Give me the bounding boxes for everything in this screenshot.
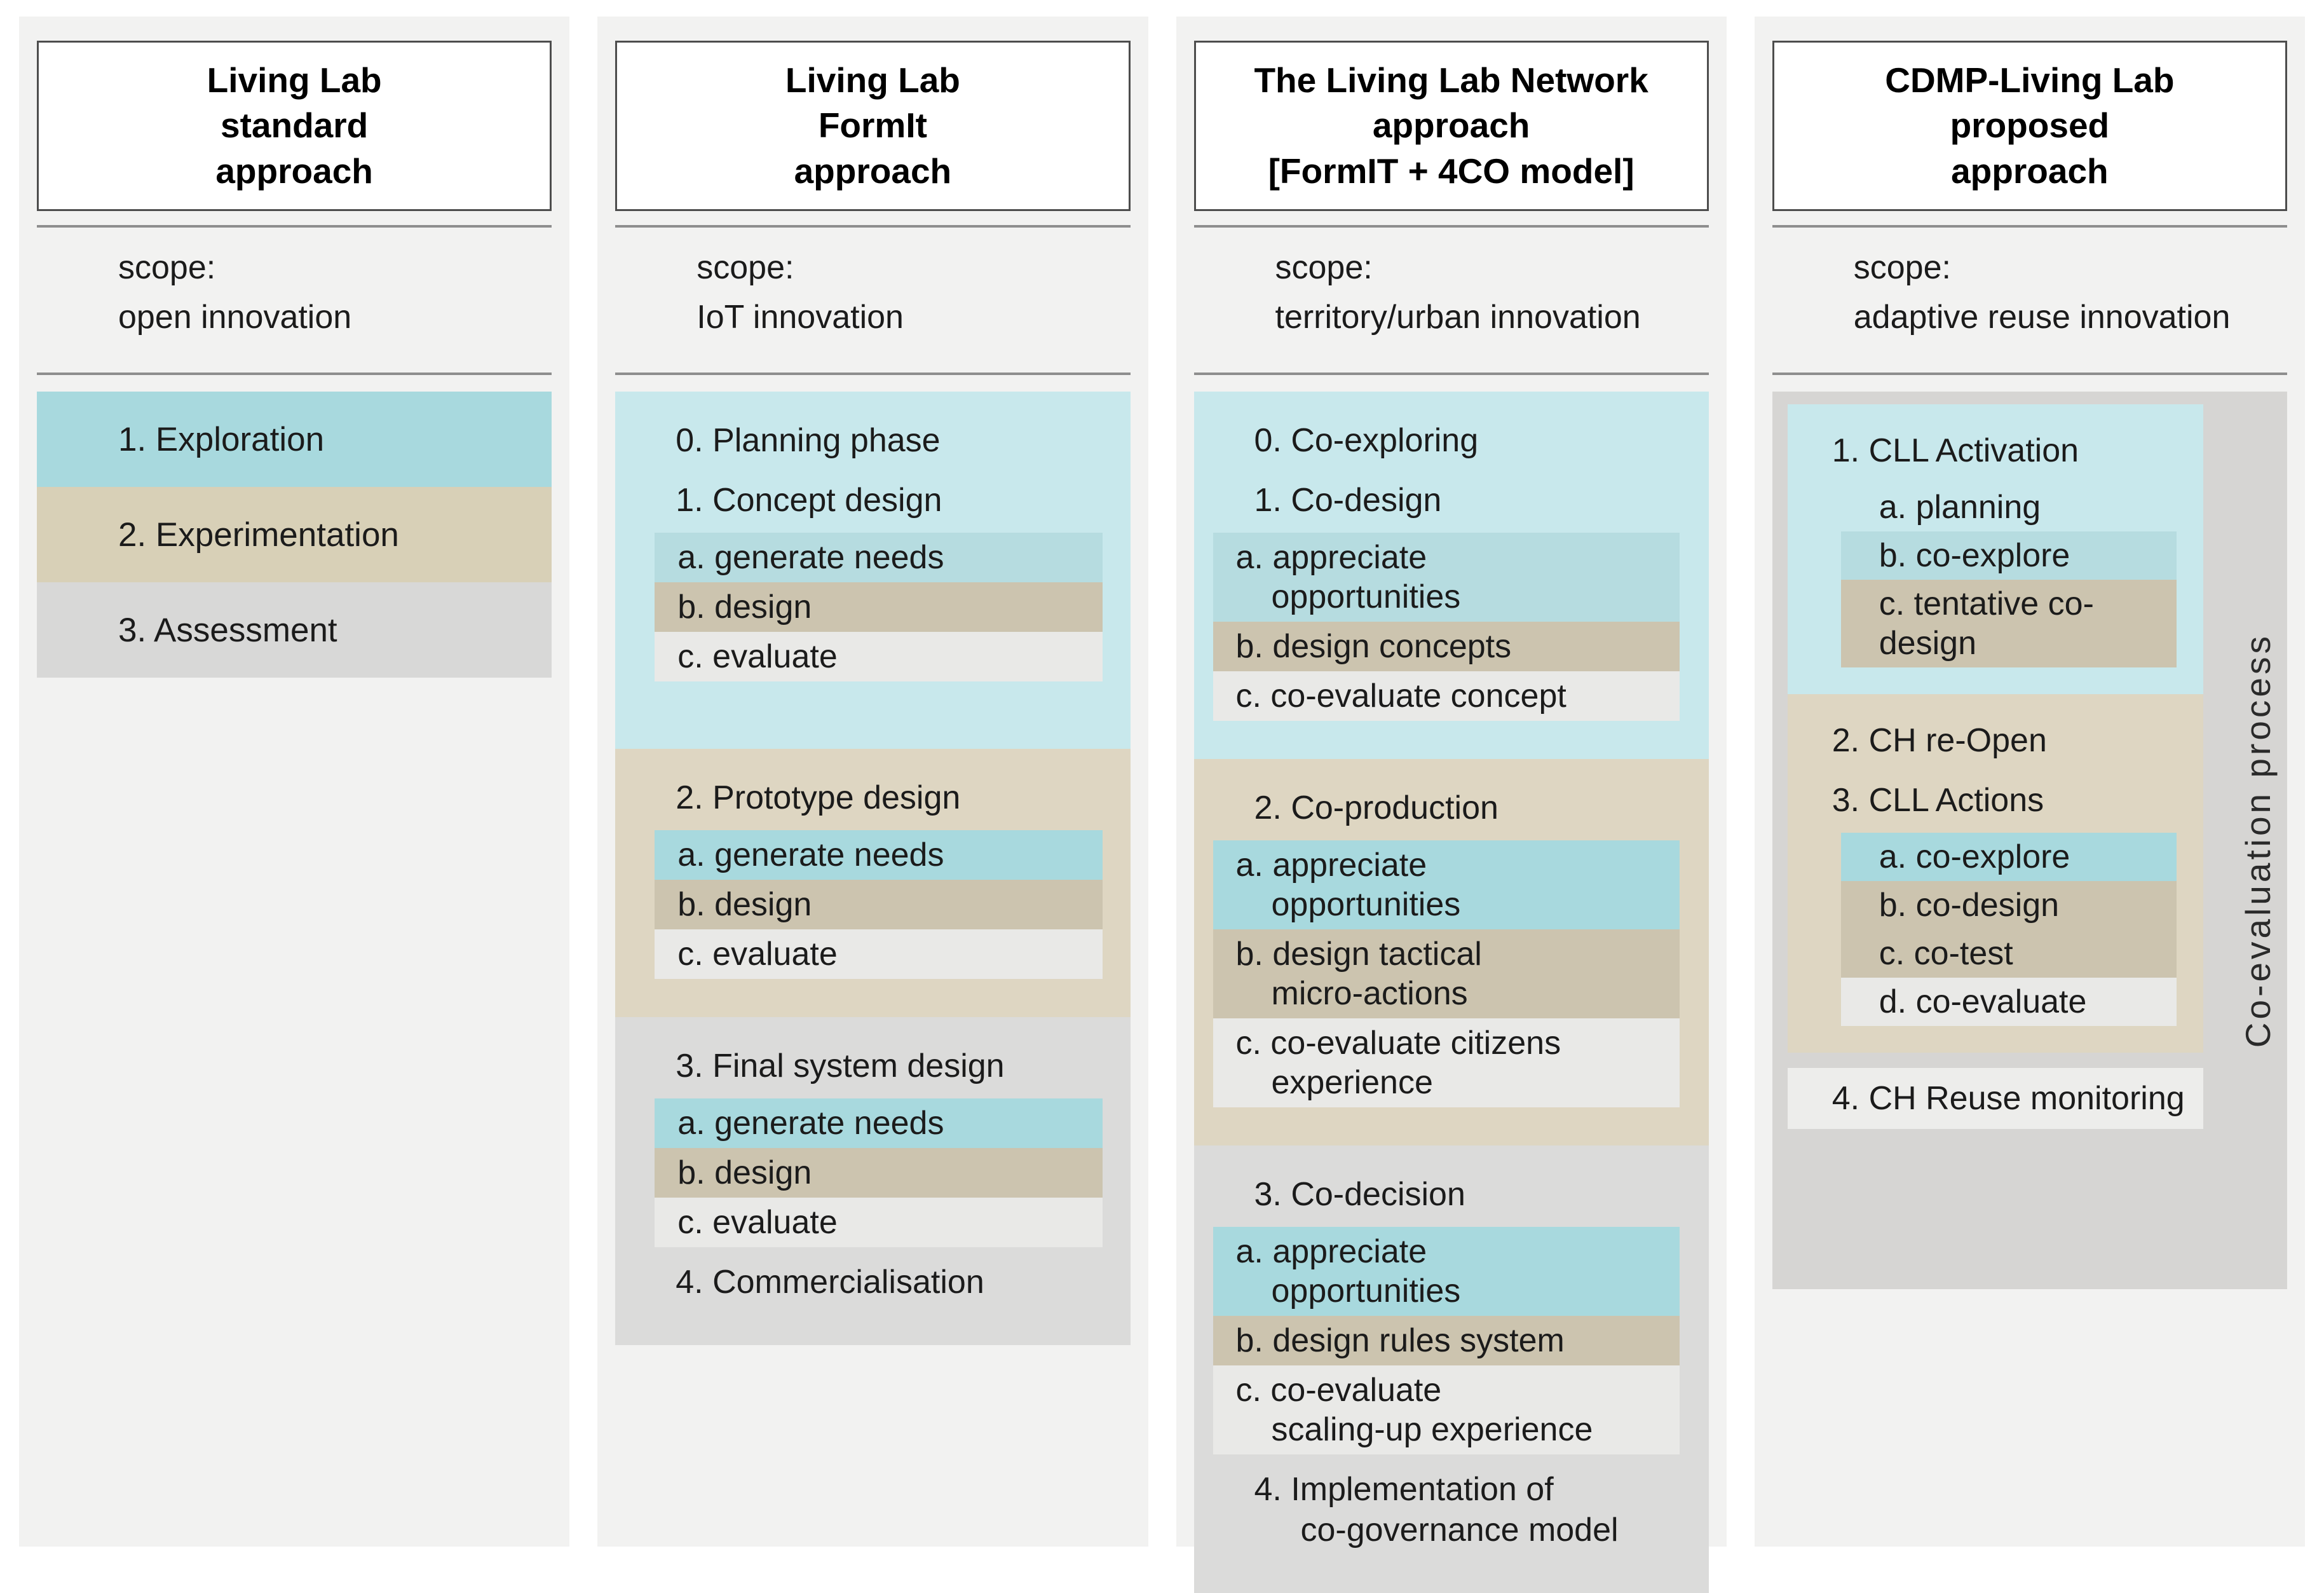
- sub-appreciate-opportunities: a. appreciate opportunities: [1213, 1227, 1680, 1316]
- scope-label: scope:: [118, 249, 216, 286]
- scope-text: territory/urban innovation: [1275, 299, 1641, 336]
- scope-block-network: scope: territory/urban innovation: [1194, 228, 1709, 359]
- phase-ch-reuse-monitoring: 4. CH Reuse monitoring: [1787, 1068, 2203, 1129]
- panel-cdmp-approach: CDMP-Living Lab proposed approach scope:…: [1754, 17, 2305, 1547]
- sub-co-evaluate: d. co-evaluate: [1840, 978, 2177, 1026]
- phases-formit: 0. Planning phase 1. Concept design a. g…: [615, 392, 1131, 1345]
- divider-rule: [1772, 373, 2287, 375]
- sub-appreciate-opportunities: a. appreciate opportunities: [1213, 533, 1680, 622]
- co-evaluation-process-label: Co-evaluation process: [2238, 632, 2278, 1048]
- sub-co-design: b. co-design: [1840, 881, 2177, 929]
- section-spacer: [615, 687, 1130, 716]
- sub-co-explore: a. co-explore: [1840, 833, 2177, 881]
- header-box-cdmp: CDMP-Living Lab proposed approach: [1772, 41, 2287, 211]
- divider-rule: [37, 373, 552, 375]
- sub-appreciate-opportunities: a. appreciate opportunities: [1213, 840, 1680, 929]
- scope-label: scope:: [1275, 249, 1373, 286]
- phase-co-design: 1. Co-design: [1254, 482, 1442, 519]
- scope-text: IoT innovation: [697, 299, 904, 336]
- sub-design-concepts: b. design concepts: [1213, 622, 1680, 671]
- divider-rule: [615, 225, 1131, 228]
- sub-steps: a. planning b. co-explore c. tentative c…: [1840, 483, 2177, 667]
- divider-rule: [615, 373, 1131, 375]
- panel-network-approach: The Living Lab Network approach [FormIT …: [1176, 17, 1727, 1593]
- co-evaluation-container: 1. CLL Activation a. planning b. co-expl…: [1772, 392, 2287, 1289]
- phase-commercialisation: 4. Commercialisation: [676, 1264, 984, 1301]
- sub-steps: a. generate needs b. design c. evaluate: [655, 830, 1103, 979]
- phase-cll-actions: 3. CLL Actions: [1831, 782, 2044, 819]
- formit-section-prototype: 2. Prototype design a. generate needs b.…: [615, 749, 1131, 1017]
- sub-design-rules-system: b. design rules system: [1213, 1316, 1680, 1365]
- sub-steps: a. co-explore b. co-design c. co-test d.…: [1840, 833, 2177, 1026]
- sub-design: b. design: [655, 880, 1103, 929]
- network-section-codesign: 0. Co-exploring 1. Co-design a. apprecia…: [1193, 392, 1709, 759]
- scope-block-standard: scope: open innovation: [37, 228, 552, 359]
- sub-co-explore: b. co-explore: [1840, 531, 2177, 580]
- divider-rule: [1193, 225, 1709, 228]
- phase-co-exploring: 0. Co-exploring: [1254, 422, 1479, 459]
- sub-generate-needs: a. generate needs: [655, 830, 1103, 880]
- approach-title-formit: Living Lab FormIt approach: [785, 60, 960, 191]
- phase-planning: 0. Planning phase: [676, 422, 941, 459]
- phase-concept-design: 1. Concept design: [676, 482, 942, 519]
- sub-design: b. design: [655, 1148, 1103, 1198]
- sub-planning: a. planning: [1879, 489, 2041, 526]
- sub-evaluate: c. evaluate: [655, 632, 1103, 681]
- network-section-coproduction: 2. Co-production a. appreciate opportuni…: [1193, 759, 1709, 1145]
- co-evaluation-process-label-wrap: Co-evaluation process: [2238, 392, 2278, 1289]
- sub-co-evaluate-citizens-experience: c. co-evaluate citizens experience: [1213, 1018, 1680, 1107]
- sub-generate-needs: a. generate needs: [655, 1098, 1103, 1148]
- divider-rule: [37, 225, 552, 228]
- approach-title-cdmp: CDMP-Living Lab proposed approach: [1885, 60, 2175, 191]
- divider-rule: [1193, 373, 1709, 375]
- header-box-standard: Living Lab standard approach: [37, 41, 552, 211]
- cdmp-section-actions: 2. CH re-Open 3. CLL Actions a. co-explo…: [1787, 694, 2203, 1053]
- sub-design: b. design: [655, 582, 1103, 632]
- cdmp-section-activation: 1. CLL Activation a. planning b. co-expl…: [1787, 404, 2203, 694]
- phase-final-system-design: 3. Final system design: [676, 1048, 1005, 1084]
- sub-steps: a. appreciate opportunities b. design ta…: [1213, 840, 1680, 1107]
- phase-co-decision: 3. Co-decision: [1254, 1176, 1465, 1213]
- phase-implementation-co-governance: 4. Implementation of co-governance model: [1254, 1471, 1619, 1549]
- panel-formit-approach: Living Lab FormIt approach scope: IoT in…: [597, 17, 1148, 1547]
- phases-network: 0. Co-exploring 1. Co-design a. apprecia…: [1193, 392, 1709, 1593]
- scope-block-formit: scope: IoT innovation: [615, 228, 1130, 359]
- sub-design-tactical-micro-actions: b. design tactical micro-actions: [1213, 929, 1680, 1018]
- panel-standard-approach: Living Lab standard approach scope: open…: [19, 17, 570, 1547]
- header-box-formit: Living Lab FormIt approach: [615, 41, 1131, 211]
- phase-ch-re-open: 2. CH re-Open: [1831, 722, 2047, 759]
- sub-evaluate: c. evaluate: [655, 929, 1103, 979]
- phase-bar-exploration: 1. Exploration: [37, 392, 552, 487]
- sub-steps: a. generate needs b. design c. evaluate: [655, 1098, 1103, 1247]
- sub-evaluate: c. evaluate: [655, 1198, 1103, 1247]
- scope-block-cdmp: scope: adaptive reuse innovation: [1772, 228, 2287, 359]
- phases-standard: 1. Exploration 2. Experimentation 3. Ass…: [37, 392, 552, 678]
- sub-steps: a. appreciate opportunities b. design co…: [1213, 533, 1680, 721]
- scope-text: adaptive reuse innovation: [1853, 299, 2231, 336]
- sub-steps: a. generate needs b. design c. evaluate: [655, 533, 1103, 681]
- phase-co-production: 2. Co-production: [1254, 790, 1498, 826]
- scope-text: open innovation: [118, 299, 352, 336]
- network-section-codecision: 3. Co-decision a. appreciate opportuniti…: [1193, 1145, 1709, 1593]
- sub-steps: a. appreciate opportunities b. design ru…: [1213, 1227, 1680, 1454]
- sub-tentative-co-design: c. tentative co-design: [1840, 580, 2177, 667]
- sub-co-evaluate-concept: c. co-evaluate concept: [1213, 671, 1680, 721]
- approach-title-network: The Living Lab Network approach [FormIT …: [1254, 60, 1648, 191]
- sub-co-test: c. co-test: [1840, 929, 2177, 978]
- scope-label: scope:: [1853, 249, 1951, 286]
- phase-prototype-design: 2. Prototype design: [676, 779, 961, 816]
- sub-generate-needs: a. generate needs: [655, 533, 1103, 582]
- formit-section-concept: 0. Planning phase 1. Concept design a. g…: [615, 392, 1131, 749]
- sub-co-evaluate-scaling-up: c. co-evaluate scaling-up experience: [1213, 1365, 1680, 1454]
- phase-bar-experimentation: 2. Experimentation: [37, 487, 552, 582]
- divider-rule: [1772, 225, 2287, 228]
- formit-section-final: 3. Final system design a. generate needs…: [615, 1017, 1131, 1345]
- scope-label: scope:: [697, 249, 794, 286]
- phase-bar-assessment: 3. Assessment: [37, 582, 552, 678]
- header-box-network: The Living Lab Network approach [FormIT …: [1193, 41, 1709, 211]
- approach-title-standard: Living Lab standard approach: [207, 60, 382, 191]
- phase-cll-activation: 1. CLL Activation: [1831, 432, 2079, 469]
